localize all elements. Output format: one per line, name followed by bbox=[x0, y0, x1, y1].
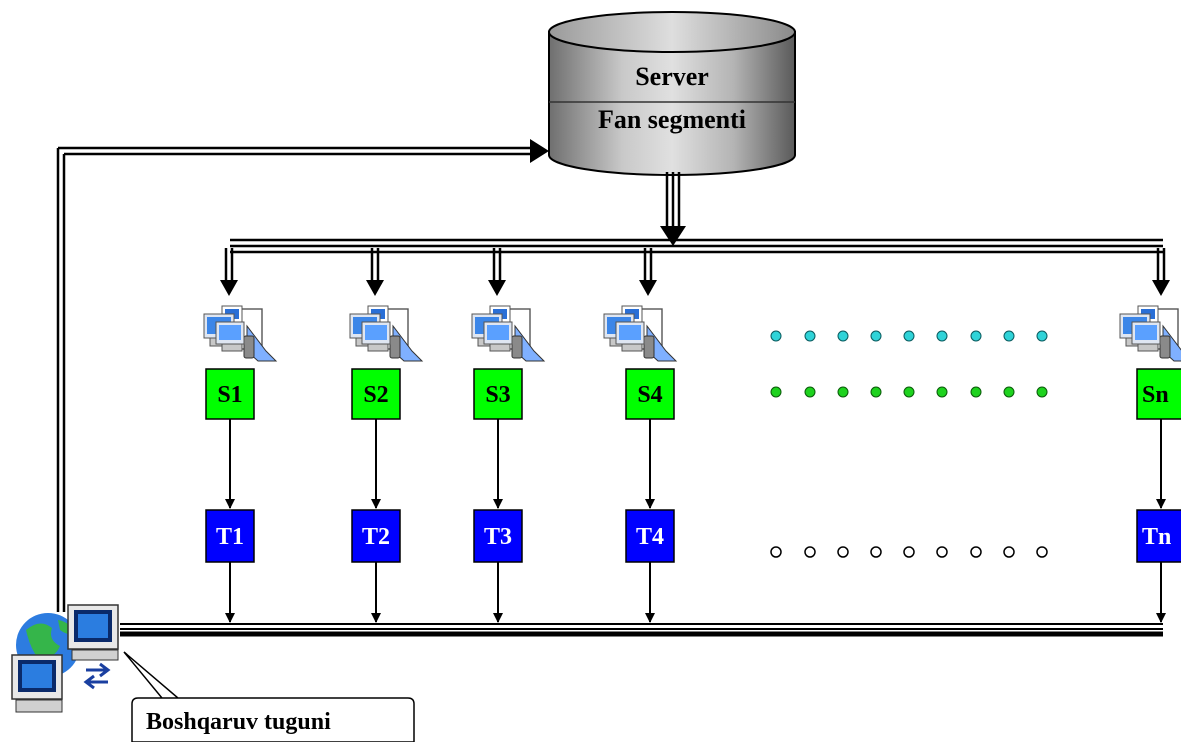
t-label: Tn bbox=[1142, 524, 1171, 550]
networked-computer-icon bbox=[1119, 305, 1181, 362]
station-column-1: S1 T1 bbox=[203, 248, 277, 623]
s-label: S2 bbox=[363, 382, 388, 408]
s-box bbox=[473, 368, 523, 420]
networked-computer-icon bbox=[471, 305, 545, 362]
s-label: Sn bbox=[1142, 382, 1169, 408]
ellipsis-dots-cyan bbox=[770, 330, 1048, 342]
t-box bbox=[351, 509, 401, 563]
t-label: T3 bbox=[484, 524, 512, 550]
s-label: S1 bbox=[217, 382, 242, 408]
t-label: T2 bbox=[362, 524, 390, 550]
ellipsis-dots-white bbox=[770, 546, 1048, 558]
s-box bbox=[625, 368, 675, 420]
station-column-2: S2 T2 bbox=[349, 248, 423, 623]
networked-computer-icon bbox=[349, 305, 423, 362]
t-label: T4 bbox=[636, 524, 664, 550]
t-box bbox=[1136, 509, 1181, 563]
server-title: Server bbox=[635, 62, 709, 91]
s-box bbox=[1136, 368, 1181, 420]
s-box bbox=[351, 368, 401, 420]
control-node-callout: Boshqaruv tuguni bbox=[123, 651, 415, 742]
server-down-arrow bbox=[660, 226, 686, 246]
s-label: S3 bbox=[485, 382, 510, 408]
distribution-bus bbox=[230, 238, 1163, 254]
server-down-connector bbox=[665, 172, 681, 228]
server-cylinder: Server Fan segmenti bbox=[548, 11, 796, 176]
networked-computer-icon bbox=[203, 305, 277, 362]
t-box bbox=[625, 509, 675, 563]
station-column-3: S3 T3 bbox=[471, 248, 545, 623]
globe-network-computers-icon bbox=[10, 603, 120, 714]
station-column-4: S4 T4 bbox=[603, 248, 677, 623]
station-column-n: Sn Tn bbox=[1119, 248, 1181, 623]
server-subtitle: Fan segmenti bbox=[598, 105, 746, 134]
t-label: T1 bbox=[216, 524, 244, 550]
collection-bus bbox=[120, 623, 1163, 637]
t-box bbox=[473, 509, 523, 563]
networked-computer-icon bbox=[603, 305, 677, 362]
ellipsis-dots-green bbox=[770, 386, 1048, 398]
feedback-connector bbox=[56, 146, 535, 612]
arrow-into-server bbox=[530, 139, 549, 163]
t-box bbox=[205, 509, 255, 563]
s-label: S4 bbox=[637, 382, 662, 408]
control-node-label: Boshqaruv tuguni bbox=[146, 709, 331, 735]
